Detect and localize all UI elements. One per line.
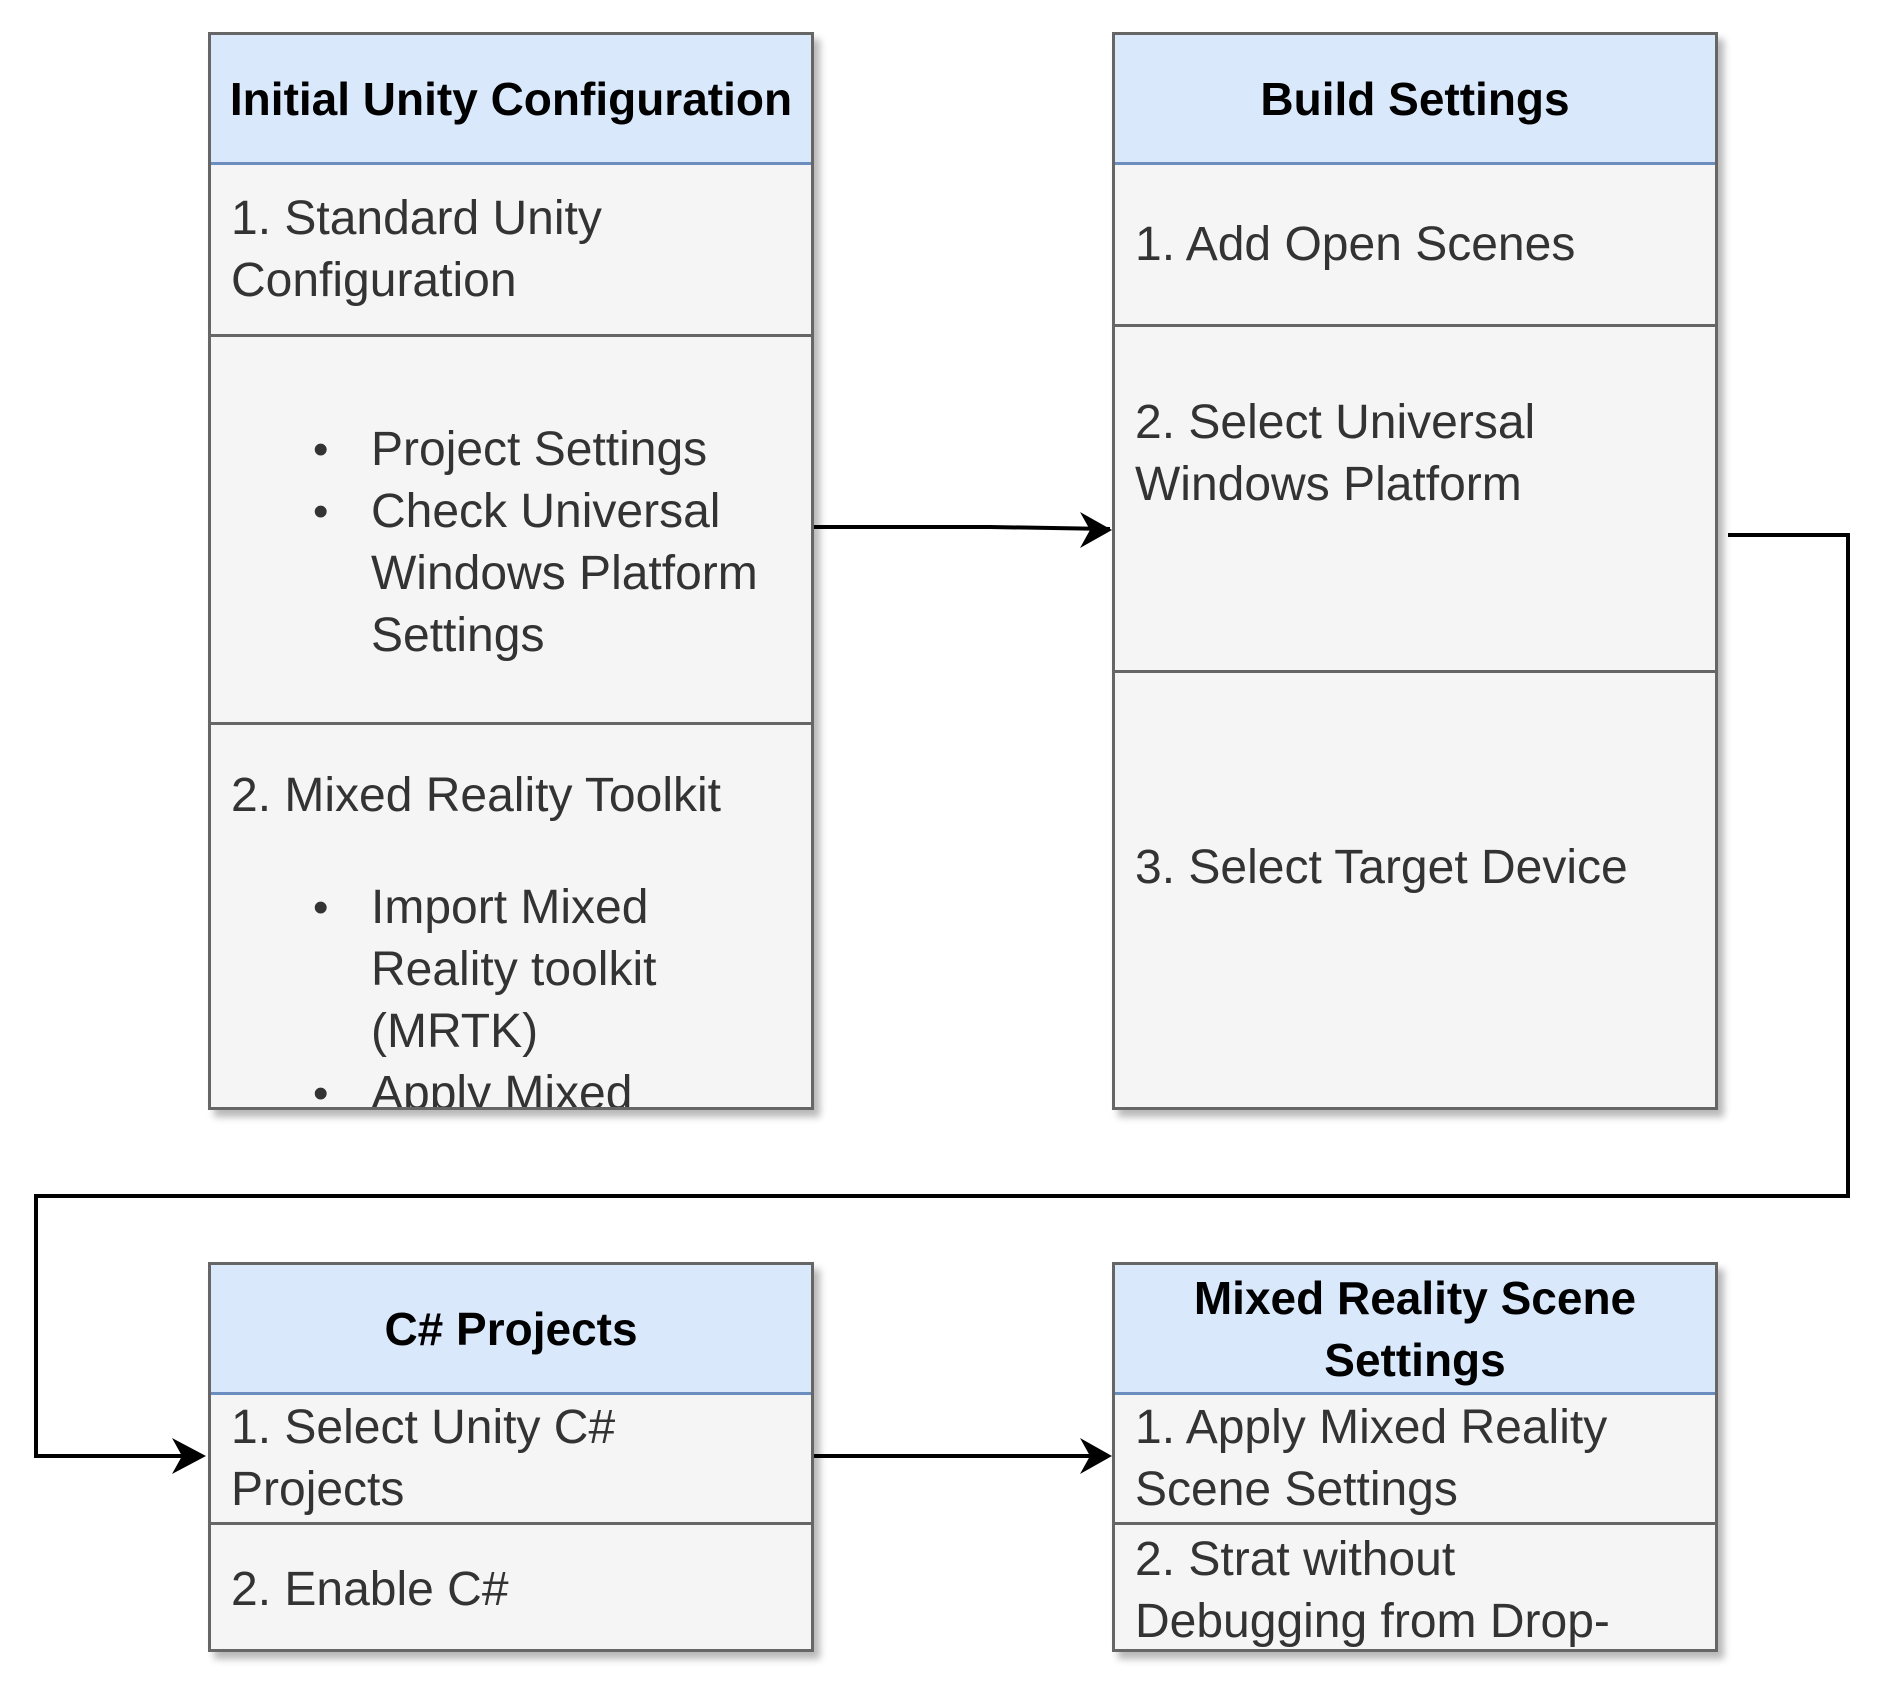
csharp-projects-header: C# Projects <box>211 1265 811 1395</box>
initial-unity-configuration-header: Initial Unity Configuration <box>211 35 811 165</box>
apply-mr-scene-settings-section: 1. Apply Mixed Reality Scene Settings <box>1115 1395 1715 1525</box>
start-without-debugging-section: 2. Strat without Debugging from Drop- <box>1115 1525 1715 1649</box>
csharp-projects-box: C# Projects 1. Select Unity C# Projects … <box>208 1262 814 1652</box>
mixed-reality-scene-settings-title: Mixed Reality Scene Settings <box>1193 1271 1637 1386</box>
list-item: Project Settings <box>313 419 791 481</box>
enable-csharp-section: 2. Enable C# <box>211 1525 811 1649</box>
select-target-device-section: 3. Select Target Device <box>1115 673 1715 1107</box>
build-settings-box: Build Settings 1. Add Open Scenes 2. Sel… <box>1112 32 1718 1110</box>
apply-mr-scene-settings-label: 1. Apply Mixed Reality Scene Settings <box>1135 1400 1608 1516</box>
initial-unity-configuration-box: Initial Unity Configuration 1. Standard … <box>208 32 814 1110</box>
standard-unity-configuration-label: 1. Standard Unity Configuration <box>231 191 602 307</box>
mixed-reality-scene-settings-header: Mixed Reality Scene Settings <box>1115 1265 1715 1395</box>
start-without-debugging-label: 2. Strat without Debugging from Drop- <box>1135 1533 1610 1648</box>
build-settings-header: Build Settings <box>1115 35 1715 165</box>
list-item: Import Mixed Reality toolkit (MRTK) <box>313 877 791 1063</box>
initial-unity-configuration-title: Initial Unity Configuration <box>229 72 793 125</box>
list-item: Check Universal Windows Platform Setting… <box>313 481 791 667</box>
arrow-csharp-to-mr <box>812 1438 1112 1474</box>
add-open-scenes-section: 1. Add Open Scenes <box>1115 165 1715 327</box>
list-item: Apply Mixed Reality Toolkit <box>313 1063 791 1107</box>
standard-unity-configuration-list: Project Settings Check Universal Windows… <box>231 393 791 667</box>
enable-csharp-label: 2. Enable C# <box>231 1563 509 1616</box>
arrow-initial-to-build <box>812 512 1112 548</box>
mixed-reality-toolkit-label: 2. Mixed Reality Toolkit <box>231 769 721 822</box>
build-settings-title: Build Settings <box>1260 72 1570 125</box>
add-open-scenes-label: 1. Add Open Scenes <box>1135 217 1576 271</box>
select-target-device-label: 3. Select Target Device <box>1135 841 1628 894</box>
select-unity-csharp-label: 1. Select Unity C# Projects <box>231 1400 616 1516</box>
select-uwp-section: 2. Select Universal Windows Platform <box>1115 327 1715 673</box>
standard-unity-configuration-section: 1. Standard Unity Configuration <box>211 165 811 337</box>
mixed-reality-toolkit-list: Import Mixed Reality toolkit (MRTK) Appl… <box>231 877 791 1107</box>
select-uwp-label: 2. Select Universal Windows Platform <box>1135 395 1536 511</box>
csharp-projects-title: C# Projects <box>384 1302 638 1355</box>
arrow-build-to-csharp <box>34 533 1850 1474</box>
mixed-reality-toolkit-section: 2. Mixed Reality Toolkit Import Mixed Re… <box>211 725 811 1107</box>
standard-unity-configuration-steps: Project Settings Check Universal Windows… <box>211 337 811 725</box>
mixed-reality-scene-settings-box: Mixed Reality Scene Settings 1. Apply Mi… <box>1112 1262 1718 1652</box>
select-unity-csharp-section: 1. Select Unity C# Projects <box>211 1395 811 1525</box>
